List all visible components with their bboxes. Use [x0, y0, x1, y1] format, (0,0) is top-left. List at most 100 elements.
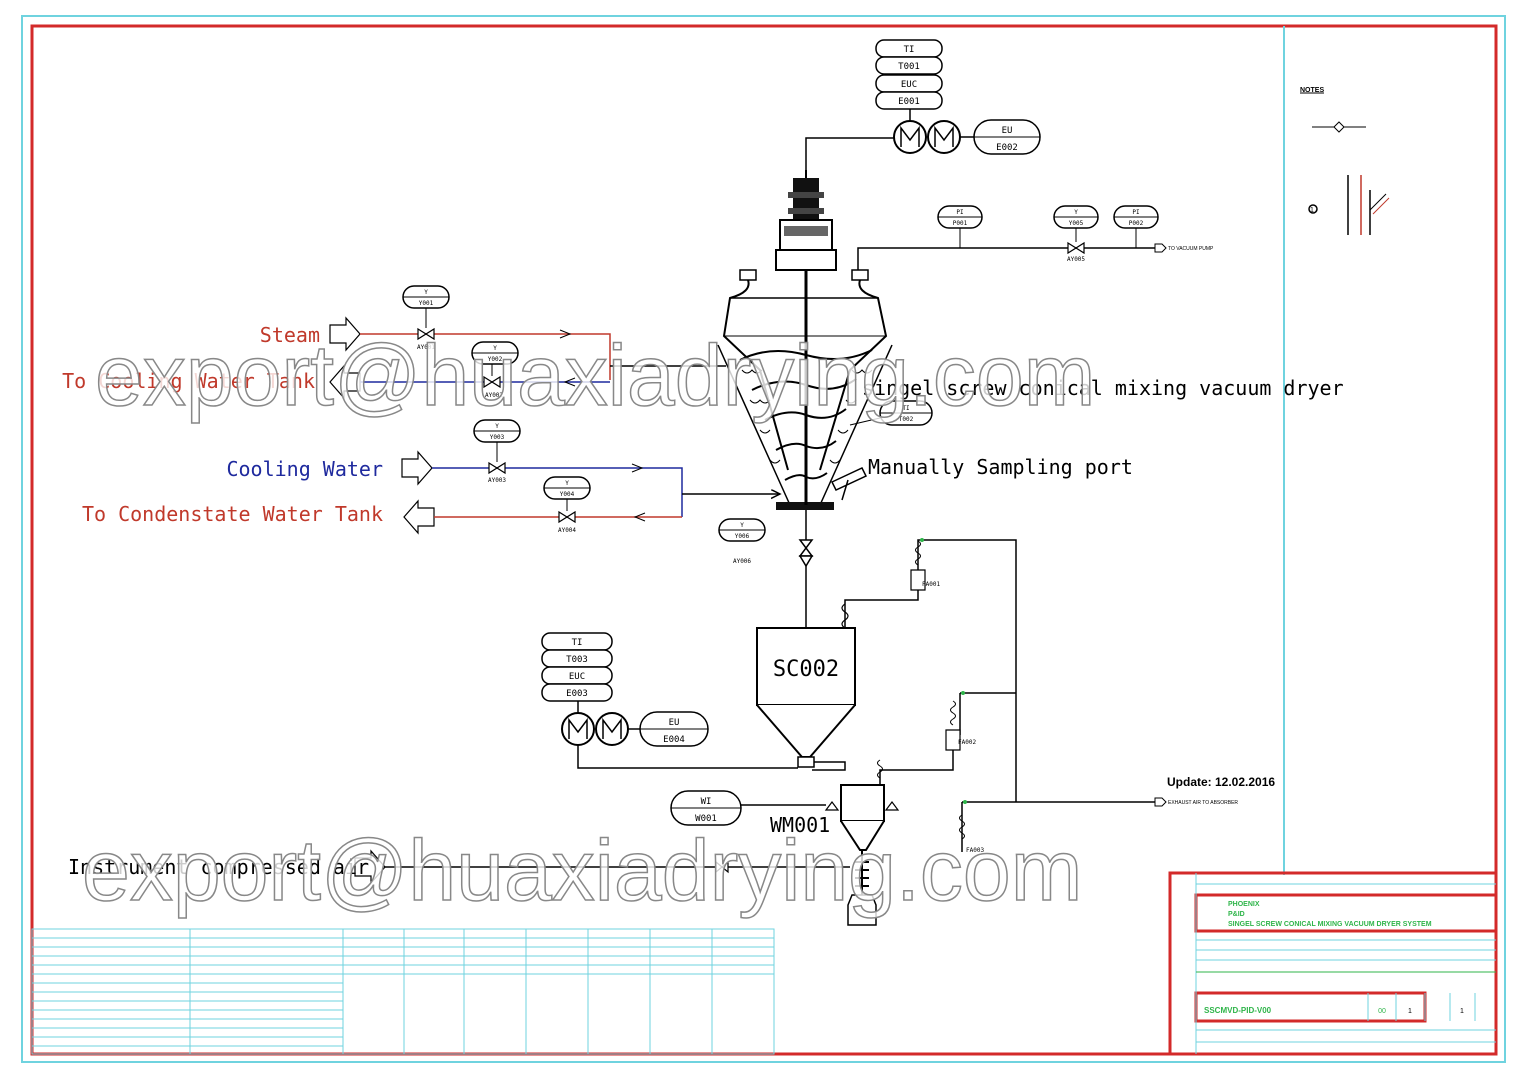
- motor-symbol-3: [561, 712, 595, 746]
- label-y1: Y: [424, 289, 428, 296]
- label-to-cooling-tank: To Cooling Water Tank: [62, 369, 315, 393]
- arrow-instrument-air: [354, 849, 386, 885]
- label-eu-top: EU: [1002, 126, 1013, 136]
- label-update: Update: 12.02.2016: [1167, 775, 1275, 789]
- label-steam: Steam: [260, 323, 320, 347]
- valve-ay003: [488, 461, 506, 475]
- label-ti2: TI: [902, 405, 910, 412]
- note-number: 1: [1310, 207, 1314, 214]
- label-y6: Y: [740, 522, 744, 529]
- label-ay003: AY003: [488, 477, 506, 484]
- label-cooling-water: Cooling Water: [226, 457, 383, 481]
- label-y004: Y004: [560, 491, 575, 498]
- label-sc002: SC002: [773, 657, 839, 682]
- instrument-y-y004: [543, 476, 591, 511]
- title-rev: 00: [1378, 1008, 1386, 1015]
- label-y006: Y006: [735, 533, 750, 540]
- title-block: [1168, 871, 1498, 1056]
- label-wm001: WM001: [770, 813, 830, 837]
- title-doc-type: P&ID: [1228, 911, 1245, 918]
- filter-fa002: [945, 729, 961, 751]
- label-ay004: AY004: [558, 527, 576, 534]
- title-sheet: 1: [1408, 1008, 1412, 1015]
- valve-ay002: [483, 375, 501, 389]
- label-ay005: AY005: [1067, 256, 1085, 263]
- instrument-y-y002: [471, 341, 519, 376]
- label-to-condensate: To Condenstate Water Tank: [82, 502, 383, 526]
- instrument-ti-t003-stack: [541, 632, 613, 713]
- weighing-hopper-wm001: [824, 784, 900, 926]
- label-fa002: FA002: [958, 739, 976, 746]
- watermark-top: export@huaxiadrying.com: [95, 328, 1095, 424]
- label-fa001: FA001: [922, 581, 940, 588]
- label-eu-bot: EU: [669, 718, 680, 728]
- label-y5: Y: [1074, 209, 1078, 216]
- label-e002: E002: [996, 143, 1018, 153]
- label-t003: T003: [566, 655, 588, 665]
- instrument-pi-p002: [1113, 205, 1159, 248]
- label-e004: E004: [663, 735, 685, 745]
- label-e003: E003: [566, 689, 588, 699]
- instrument-y-y006: [718, 518, 766, 542]
- motor-symbol-2: [927, 120, 961, 154]
- conical-dryer-vessel: [717, 269, 893, 510]
- instrument-pi-p001: [937, 205, 983, 248]
- arrow-cooling-water-in: [401, 450, 433, 486]
- notes-heading: NOTES: [1300, 87, 1324, 94]
- label-dryer-name: singel screw conical mixing vacuum dryer: [862, 376, 1344, 400]
- label-p002: P002: [1129, 220, 1144, 227]
- label-fa003: FA003: [966, 847, 984, 854]
- motor-drive: [775, 170, 837, 271]
- label-ay002: AY002: [485, 392, 503, 399]
- label-euc-bot: EUC: [569, 672, 585, 682]
- arrow-to-condensate: [403, 499, 435, 535]
- line-steam: [360, 333, 611, 380]
- arrow-steam-in: [329, 316, 361, 352]
- title-system: SINGEL SCREW CONICAL MIXING VACUUM DRYER…: [1228, 921, 1432, 928]
- valve-ay001: [417, 327, 435, 341]
- label-y4: Y: [565, 480, 569, 487]
- title-drawing-no: SSCMVD-PID-V00: [1204, 1006, 1272, 1015]
- label-to-vacuum: TO VACUUM PUMP: [1168, 246, 1214, 252]
- label-pi1: PI: [956, 209, 964, 216]
- label-ti-top: TI: [904, 45, 915, 55]
- motor-symbol-4: [595, 712, 629, 746]
- instrument-y-y001: [402, 285, 450, 328]
- valve-ay006: [798, 539, 814, 557]
- valve-ay005: [1067, 241, 1085, 255]
- label-y001: Y001: [419, 300, 434, 307]
- label-wi: WI: [701, 797, 712, 807]
- motor-symbol-1: [893, 120, 927, 154]
- outer-aux-frame: [21, 15, 1506, 1063]
- spec-table: [31, 928, 775, 1055]
- instrument-y-y003: [473, 419, 521, 462]
- label-y003: Y003: [490, 434, 505, 441]
- notes-legend: [1300, 92, 1390, 235]
- arrow-to-cooling-tank: [329, 364, 361, 400]
- label-pi2: PI: [1132, 209, 1140, 216]
- instrument-ti-t001-stack: [875, 39, 943, 121]
- label-t001: T001: [898, 62, 920, 72]
- label-y3: Y: [495, 423, 499, 430]
- instrument-y-y005: [1053, 205, 1099, 242]
- label-y2: Y: [493, 345, 497, 352]
- sampling-port: [830, 467, 868, 501]
- label-w001: W001: [695, 814, 717, 824]
- watermark-bottom: export@huaxiadrying.com: [82, 823, 1082, 919]
- label-ay001: AY001: [417, 344, 435, 351]
- label-e001: E001: [898, 97, 920, 107]
- label-instrument-air: Instrument compressed air: [68, 855, 369, 879]
- filter-fa001: [910, 569, 926, 591]
- label-ay006: AY006: [733, 558, 751, 565]
- valve-ay004: [558, 510, 576, 524]
- label-t002: T002: [899, 416, 914, 423]
- label-p001: P001: [953, 220, 968, 227]
- label-sampling-port: Manually Sampling port: [868, 455, 1133, 479]
- label-y002: Y002: [488, 356, 503, 363]
- title-company: PHOENIX: [1228, 901, 1260, 908]
- label-euc-top: EUC: [901, 80, 917, 90]
- label-exhaust: EXHAUST AIR TO ABSORBER: [1168, 800, 1238, 806]
- title-sheets: 1: [1460, 1008, 1464, 1015]
- line-cooling-water: [432, 467, 683, 517]
